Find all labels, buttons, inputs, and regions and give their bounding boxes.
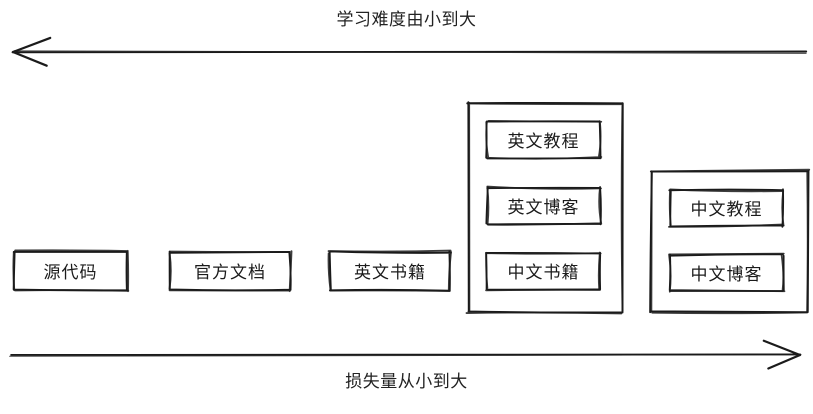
bottom-axis-label: 损失量从小到大: [345, 372, 468, 392]
bottom-axis-line-b: [9, 353, 802, 357]
node-english-tutorial-label: 英文教程: [507, 131, 580, 152]
top-axis-line-b: [13, 50, 807, 54]
node-english-blog-label: 英文博客: [507, 197, 580, 218]
node-chinese-tutorial[interactable]: 中文教程: [670, 190, 783, 226]
top-axis-head-bottom: [11, 50, 48, 67]
node-english-tutorial-box-stroke-b: [485, 119, 603, 160]
node-english-tutorial[interactable]: 英文教程: [487, 122, 600, 158]
node-chinese-blog-label: 中文博客: [690, 264, 763, 285]
top-axis-head-top: [11, 36, 52, 54]
node-official-docs-box-stroke-b: [168, 250, 293, 293]
node-chinese-books[interactable]: 中文书籍: [487, 253, 600, 289]
node-english-blog[interactable]: 英文博客: [487, 188, 600, 224]
node-source-code[interactable]: 源代码: [14, 252, 127, 290]
node-chinese-blog-box-stroke-b: [668, 252, 786, 293]
node-chinese-books-label: 中文书籍: [507, 262, 580, 283]
node-english-books[interactable]: 英文书籍: [330, 252, 450, 290]
group-chinese-cluster-box-stroke-b: [649, 168, 811, 315]
node-english-blog-box-stroke-b: [486, 185, 603, 226]
node-official-docs[interactable]: 官方文档: [170, 252, 290, 290]
node-source-code-box-stroke-b: [12, 249, 130, 293]
bottom-axis-head-bottom: [767, 353, 802, 370]
node-chinese-tutorial-box-stroke-b: [667, 188, 785, 228]
node-source-code-label: 源代码: [43, 262, 98, 283]
top-axis-label: 学习难度由小到大: [336, 10, 477, 30]
group-english-cluster-box-stroke-b: [465, 101, 624, 315]
top-axis-line: [11, 50, 808, 54]
node-chinese-tutorial-label: 中文教程: [690, 199, 763, 220]
node-chinese-books-box-stroke-b: [484, 251, 601, 292]
node-source-code-box[interactable]: [12, 250, 129, 292]
node-english-books-label: 英文书籍: [354, 262, 426, 283]
node-chinese-blog[interactable]: 中文博客: [670, 255, 783, 291]
node-english-books-box-stroke-b: [327, 249, 452, 292]
bottom-axis-head-top: [762, 339, 802, 357]
node-official-docs-label: 官方文档: [194, 262, 266, 283]
